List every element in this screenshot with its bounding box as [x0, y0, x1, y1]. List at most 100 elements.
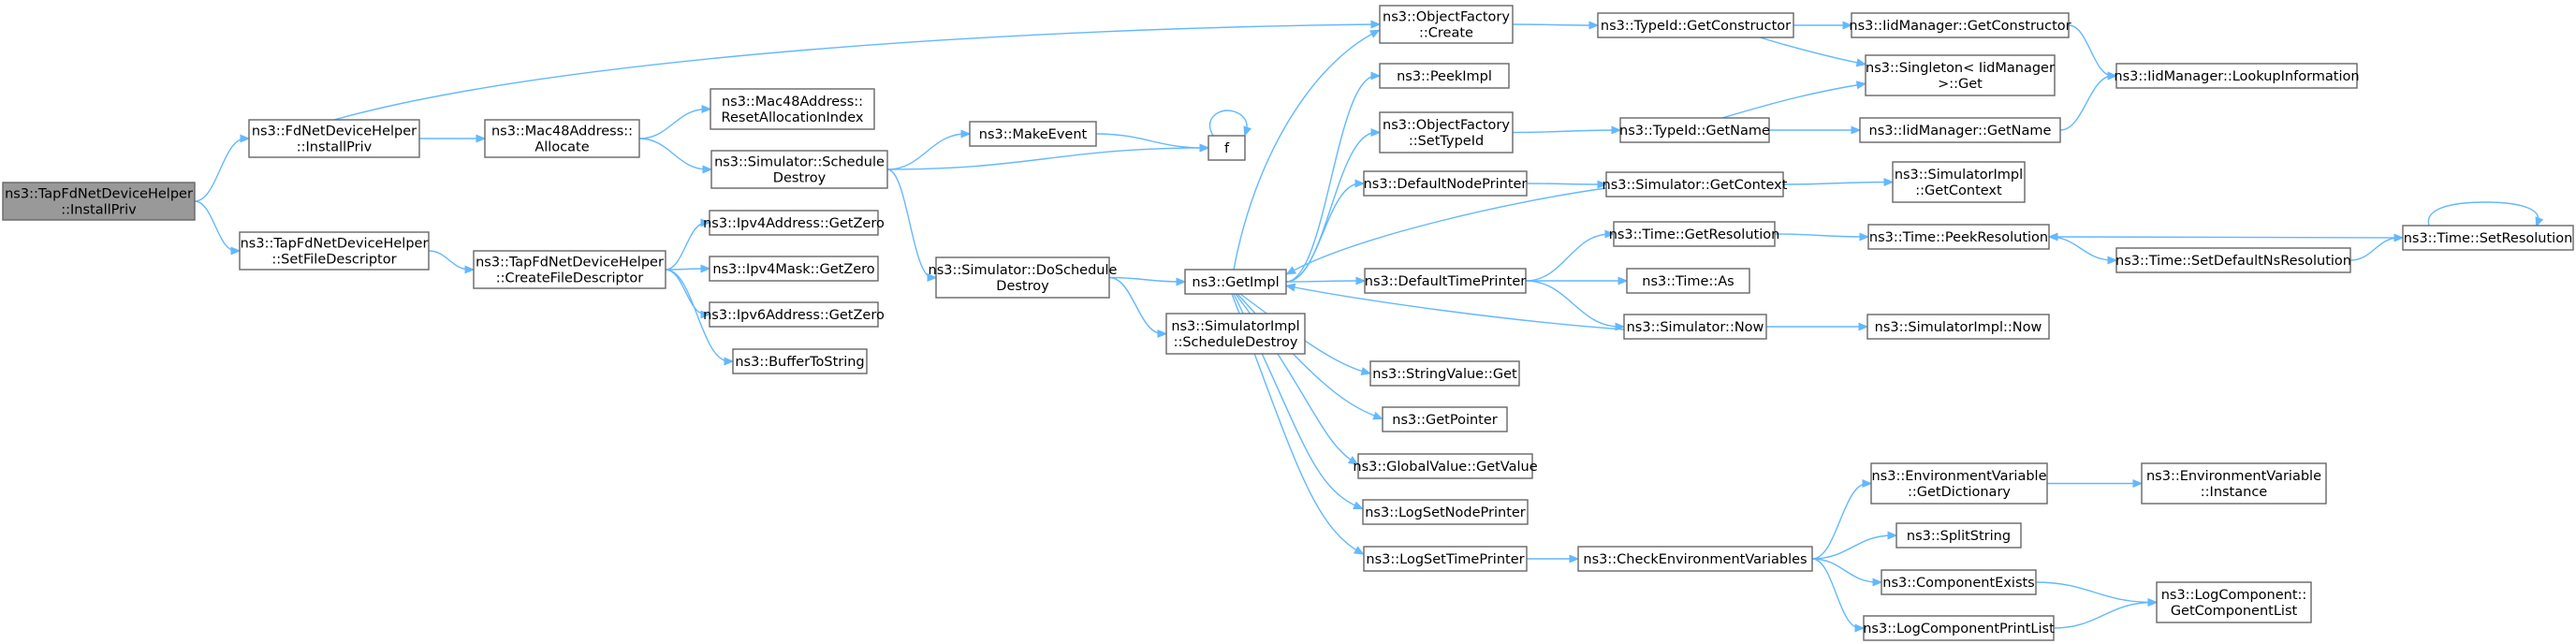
node-label: Allocate	[534, 140, 589, 155]
node-sim-sched-destroy[interactable]: ns3::Simulator::ScheduleDestroy	[710, 150, 888, 189]
node-f[interactable]: f	[1208, 135, 1246, 161]
node-sim-now[interactable]: ns3::Simulator::Now	[1623, 314, 1767, 340]
node-label: ns3::FdNetDeviceHelper	[252, 124, 417, 139]
node-logsettimeprinter[interactable]: ns3::LogSetTimePrinter	[1363, 546, 1528, 572]
node-simimpl-now[interactable]: ns3::SimulatorImpl::Now	[1866, 314, 2050, 340]
node-label: ::InstallPriv	[61, 203, 137, 218]
node-label: ns3::SplitString	[1907, 529, 2011, 544]
edge-getimpl-to-objf_settypeid	[1285, 127, 1382, 283]
node-label: ns3::Ipv4Address::GetZero	[703, 216, 885, 231]
node-typeid-getctor[interactable]: ns3::TypeId::GetConstructor	[1597, 12, 1794, 38]
edges-layer	[194, 20, 2544, 633]
edge-sim_sched_destroy-to-makeevent	[886, 129, 972, 170]
node-root[interactable]: ns3::TapFdNetDeviceHelper::InstallPriv	[2, 182, 196, 221]
node-label: ns3::Mac48Address::	[722, 95, 863, 110]
node-typeid-getname[interactable]: ns3::TypeId::GetName	[1619, 117, 1770, 143]
node-globalvalue-getvalue[interactable]: ns3::GlobalValue::GetValue	[1353, 453, 1538, 479]
edge-default_time_printer-to-sim_now	[1525, 280, 1626, 331]
edge-sim_sched_destroy-to-f	[886, 143, 1210, 170]
node-label: GetComponentList	[2171, 604, 2298, 619]
node-sim-getcontext[interactable]: ns3::Simulator::GetContext	[1603, 171, 1788, 198]
edge-sim_now-to-getimpl	[1284, 283, 1625, 330]
node-env-getdict[interactable]: ns3::EnvironmentVariable::GetDictionary	[1870, 462, 2048, 505]
node-label: ns3::CheckEnvironmentVariables	[1583, 552, 1807, 567]
edge-getimpl-to-objf_create	[1233, 29, 1381, 271]
node-simimpl-sched-destroy[interactable]: ns3::SimulatorImpl::ScheduleDestroy	[1165, 313, 1306, 355]
edge-default_node_printer-to-sim_getcontext	[1526, 180, 1608, 189]
edge-time_setres-to-time_peekres	[2047, 232, 2404, 242]
edge-typeid_getctor-to-singleton_get	[1759, 37, 1867, 67]
node-label: ns3::LogComponentPrintList	[1863, 622, 2055, 637]
node-logsetnodeprinter[interactable]: ns3::LogSetNodePrinter	[1362, 499, 1529, 525]
node-mac-alloc[interactable]: ns3::Mac48Address::Allocate	[484, 119, 640, 158]
node-component-exists[interactable]: ns3::ComponentExists	[1881, 569, 2037, 595]
node-getimpl[interactable]: ns3::GetImpl	[1184, 269, 1287, 295]
node-logcomp-printlist[interactable]: ns3::LogComponentPrintList	[1863, 615, 2055, 641]
node-logcomp-getlist[interactable]: ns3::LogComponent::GetComponentList	[2156, 581, 2312, 623]
nodes-layer: ns3::TapFdNetDeviceHelper::InstallPrivns…	[2, 5, 2574, 641]
node-label: ::Create	[1419, 26, 1473, 41]
node-fd-install[interactable]: ns3::FdNetDeviceHelper::InstallPriv	[248, 119, 420, 158]
node-tap-setfd[interactable]: ns3::TapFdNetDeviceHelper::SetFileDescri…	[239, 231, 430, 271]
edge-sim_now-to-simimpl_now	[1766, 322, 1869, 331]
node-ipv6addr-zero[interactable]: ns3::Ipv6Address::GetZero	[703, 301, 885, 328]
node-mac-reset[interactable]: ns3::Mac48Address::ResetAllocationIndex	[710, 88, 875, 130]
node-peekimpl[interactable]: ns3::PeekImpl	[1379, 63, 1510, 89]
node-env-instance[interactable]: ns3::EnvironmentVariable::Instance	[2141, 462, 2327, 505]
node-label: ns3::Time::As	[1642, 274, 1734, 289]
edge-fd_install-to-mac_alloc	[419, 134, 487, 143]
node-label: ns3::Simulator::DoSchedule	[929, 263, 1118, 278]
node-label: ns3::ObjectFactory	[1383, 10, 1510, 25]
edge-check_env-to-splitstring	[1811, 531, 1898, 560]
node-ipv4addr-zero[interactable]: ns3::Ipv4Address::GetZero	[703, 210, 885, 236]
node-default-time-printer[interactable]: ns3::DefaultTimePrinter	[1364, 268, 1527, 294]
edge-sim_do_sched_destroy-to-simimpl_sched_destroy	[1108, 276, 1168, 339]
node-singleton-get[interactable]: ns3::Singleton< IidManager >::Get	[1865, 54, 2056, 96]
node-label: ns3::SimulatorImpl	[1171, 319, 1299, 334]
node-time-as[interactable]: ns3::Time::As	[1626, 268, 1750, 294]
node-stringvalue-get[interactable]: ns3::StringValue::Get	[1369, 360, 1520, 387]
node-label: f	[1224, 141, 1230, 156]
node-objf-create[interactable]: ns3::ObjectFactory::Create	[1379, 5, 1514, 44]
node-label: ns3::Simulator::Now	[1627, 320, 1764, 335]
edge-makeevent-to-f	[1095, 133, 1210, 153]
node-label: ns3::IidManager::LookupInformation	[2114, 69, 2359, 84]
node-label: ns3::DefaultTimePrinter	[1365, 274, 1526, 289]
node-label: ns3::IidManager::GetName	[1869, 124, 2052, 139]
node-makeevent[interactable]: ns3::MakeEvent	[969, 121, 1097, 147]
edge-check_env-to-env_getdict	[1811, 478, 1873, 560]
node-objf-settypeid[interactable]: ns3::ObjectFactory::SetTypeId	[1379, 111, 1514, 154]
node-label: ns3::Time::SetDefaultNsResolution	[2115, 254, 2351, 269]
node-check-env[interactable]: ns3::CheckEnvironmentVariables	[1577, 546, 1813, 572]
node-label: ns3::Time::PeekResolution	[1869, 230, 2048, 245]
node-getpointer[interactable]: ns3::GetPointer	[1382, 406, 1508, 432]
edge-sim_do_sched_destroy-to-getimpl	[1108, 276, 1187, 286]
node-default-node-printer[interactable]: ns3::DefaultNodePrinter	[1363, 170, 1528, 197]
node-iid-getname[interactable]: ns3::IidManager::GetName	[1859, 117, 2061, 143]
node-time-getres[interactable]: ns3::Time::GetResolution	[1609, 221, 1780, 247]
node-iid-getctor[interactable]: ns3::IidManager::GetConstructor	[1849, 12, 2071, 38]
node-time-setdefaultns[interactable]: ns3::Time::SetDefaultNsResolution	[2115, 247, 2351, 273]
edge-tap_createfd-to-ipv4mask_zero	[665, 264, 711, 273]
node-label: ns3::Simulator::Schedule	[714, 155, 885, 170]
edge-root-to-fd_install	[194, 134, 251, 202]
node-label: ns3::SimulatorImpl::Now	[1875, 320, 2042, 335]
node-label: ns3::TypeId::GetName	[1619, 124, 1770, 139]
node-splitstring[interactable]: ns3::SplitString	[1895, 522, 2022, 549]
node-time-setres[interactable]: ns3::Time::SetResolution	[2402, 225, 2574, 251]
edge-objf_settypeid-to-typeid_getname	[1512, 125, 1622, 135]
edge-tap_createfd-to-buf2str	[665, 269, 735, 366]
node-simimpl-getcontext[interactable]: ns3::SimulatorImpl::GetContext	[1892, 161, 2026, 203]
node-buf2str[interactable]: ns3::BufferToString	[732, 348, 868, 374]
node-ipv4mask-zero[interactable]: ns3::Ipv4Mask::GetZero	[709, 256, 879, 282]
edge-time_getres-to-time_peekres	[1774, 232, 1870, 242]
node-label: ns3::Time::SetResolution	[2404, 231, 2573, 246]
node-label: ::GetDictionary	[1908, 485, 2011, 500]
node-time-peekres[interactable]: ns3::Time::PeekResolution	[1867, 224, 2050, 250]
node-tap-createfd[interactable]: ns3::TapFdNetDeviceHelper::CreateFileDes…	[473, 250, 666, 289]
node-label: ns3::EnvironmentVariable	[2146, 469, 2321, 484]
node-iid-lookupinfo[interactable]: ns3::IidManager::LookupInformation	[2114, 63, 2360, 89]
node-label: >::Get	[1938, 77, 1983, 92]
